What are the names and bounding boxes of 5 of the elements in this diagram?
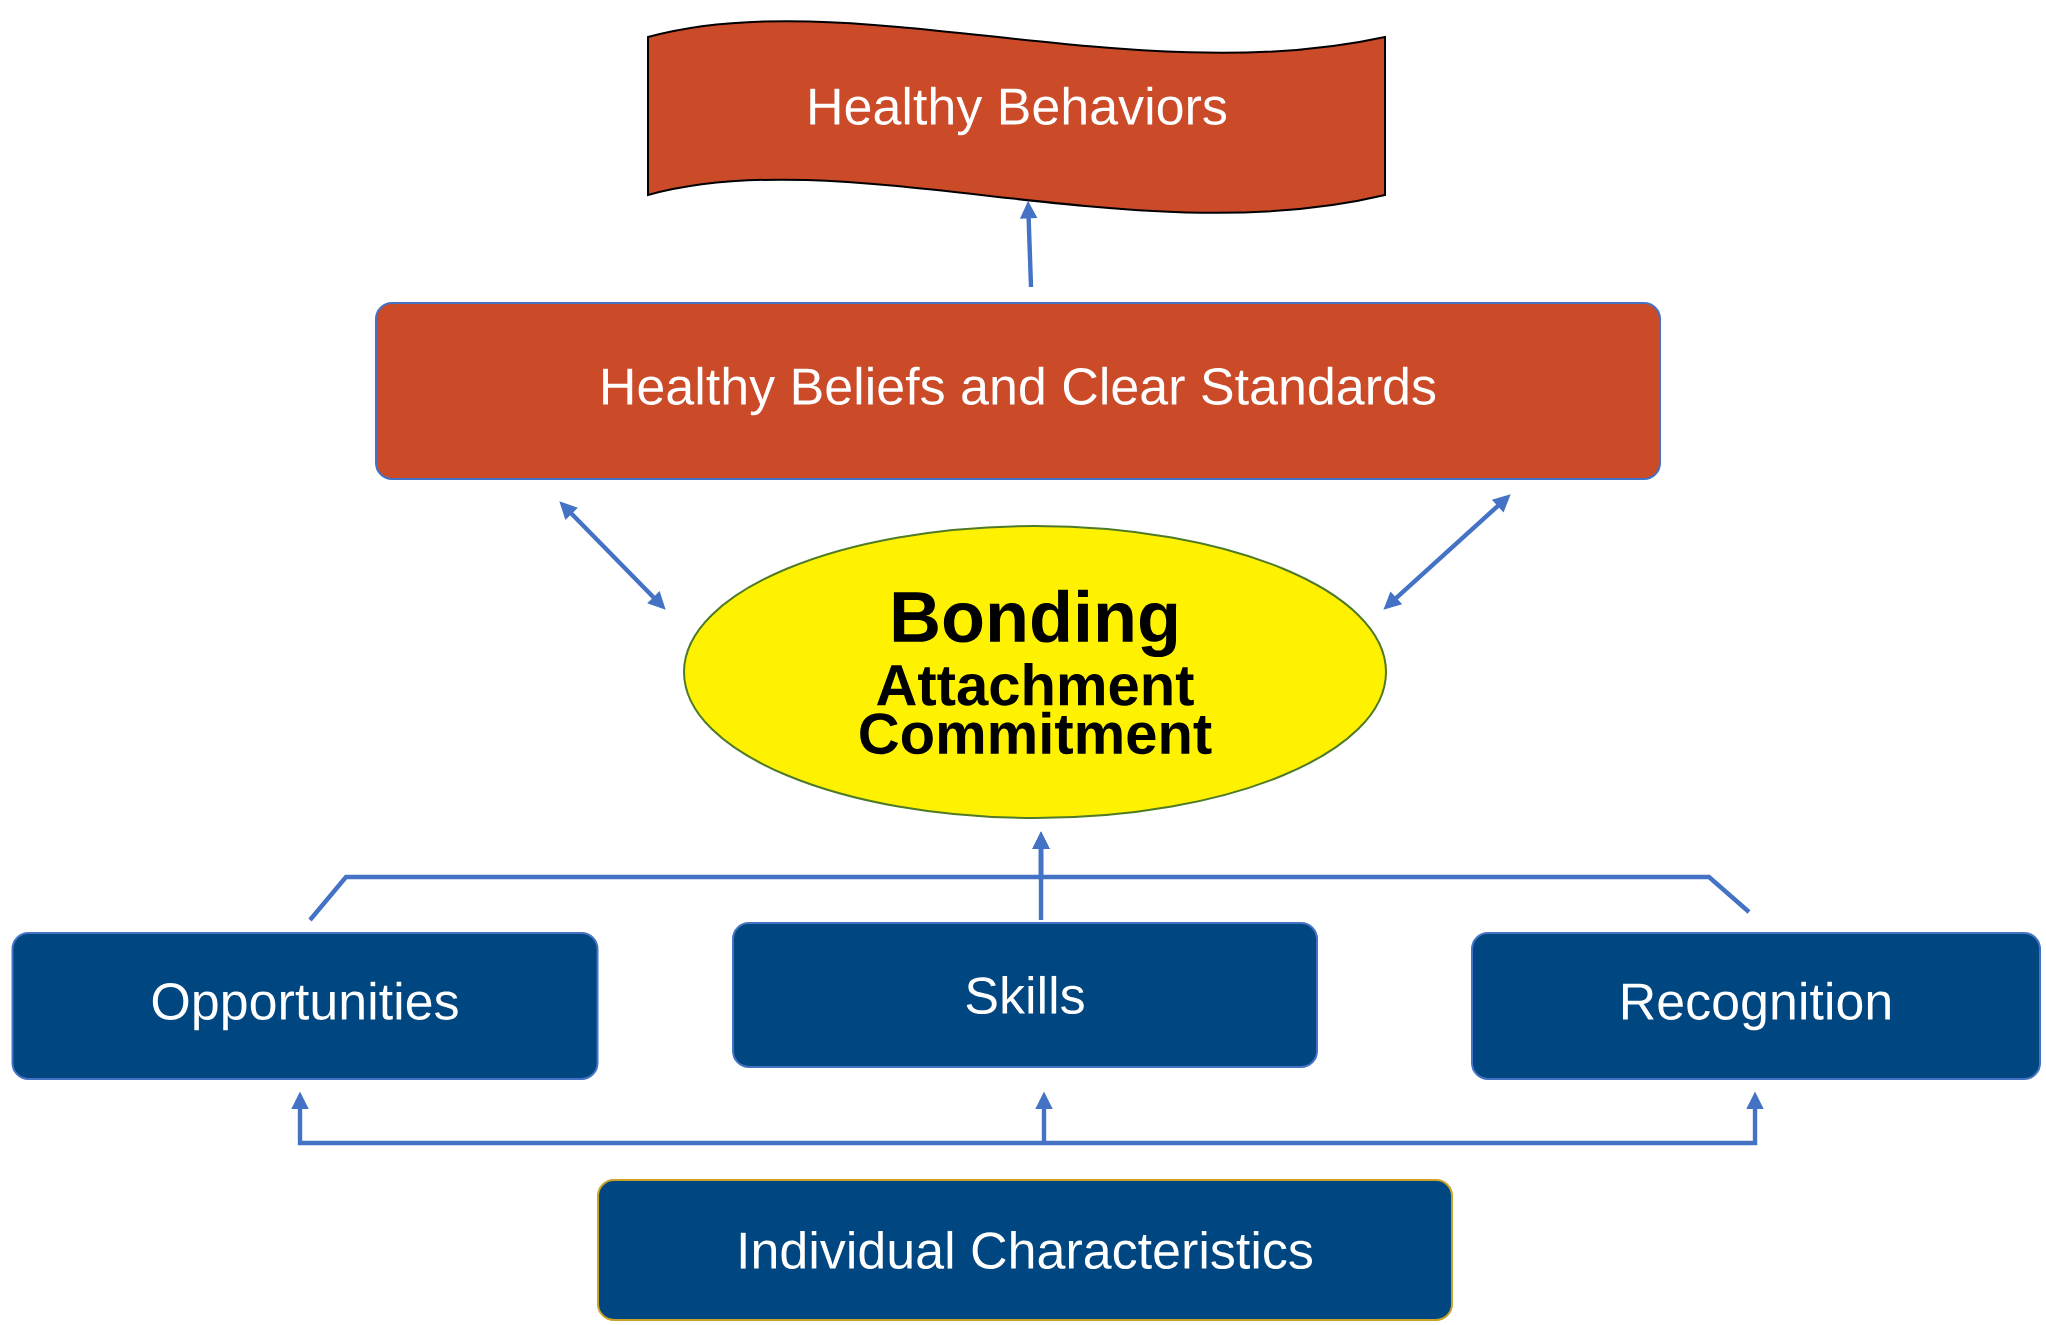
rounded-box: Individual Characteristics bbox=[597, 1179, 1453, 1321]
rounded-box: Recognition bbox=[1471, 932, 2041, 1080]
rounded-box: Healthy Beliefs and Clear Standards bbox=[375, 302, 1661, 480]
rounded-box: Skills bbox=[732, 922, 1318, 1068]
rounded-box: Opportunities bbox=[11, 932, 599, 1080]
